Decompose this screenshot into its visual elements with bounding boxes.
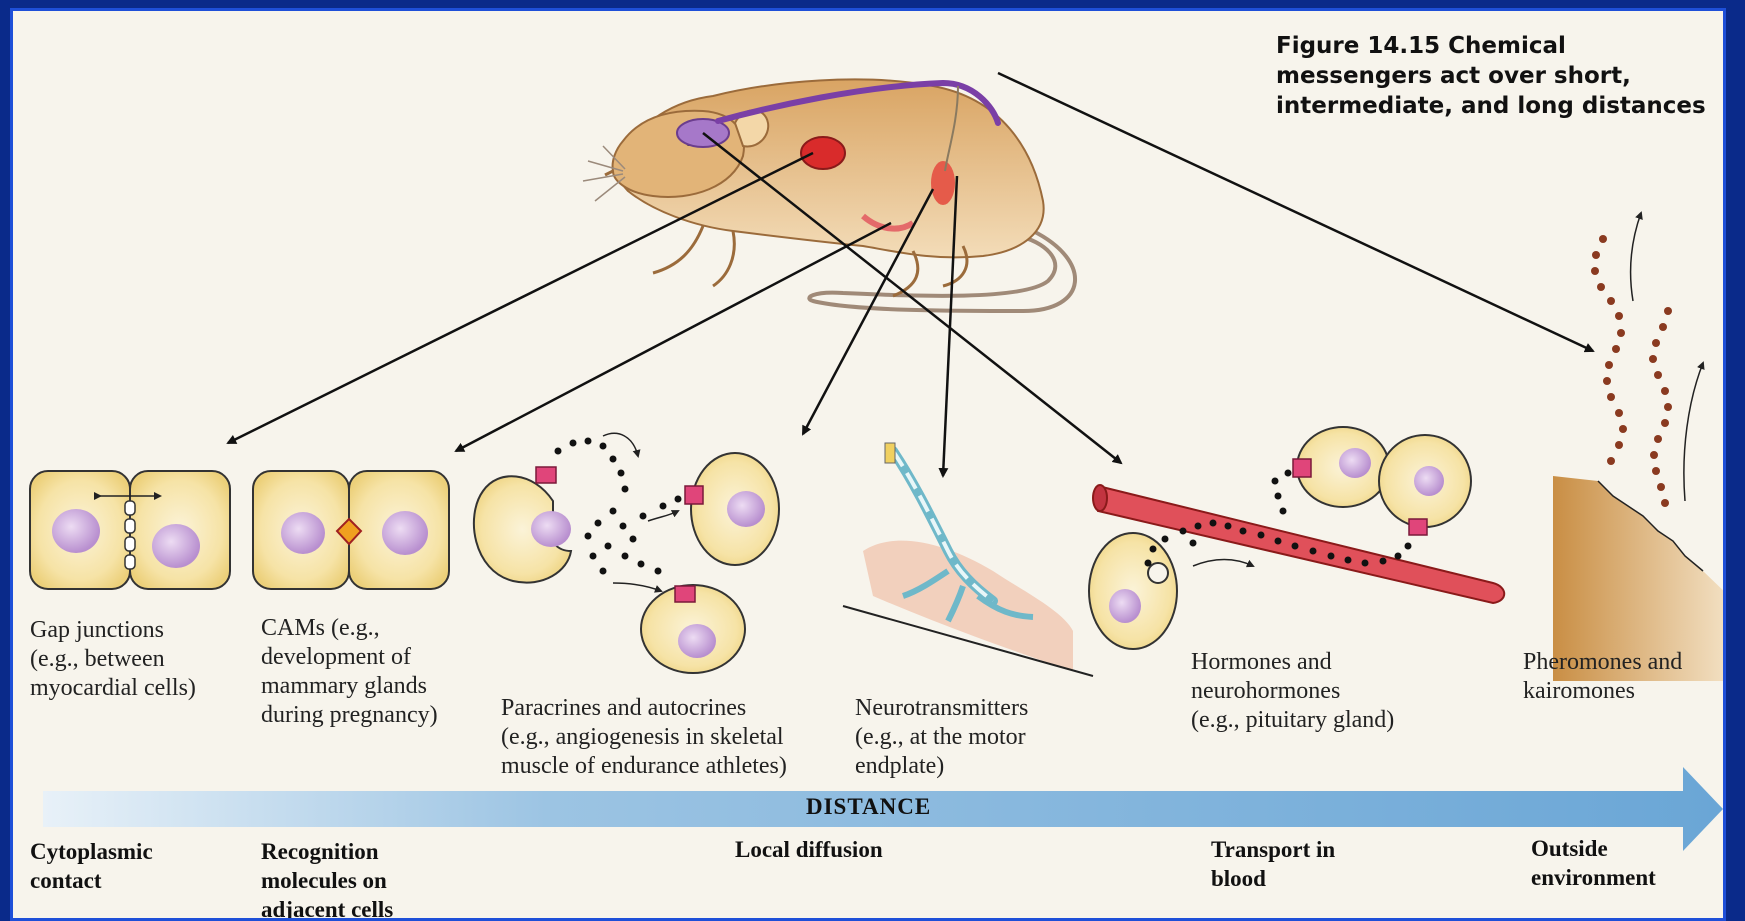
rat-illustration — [583, 79, 1075, 311]
rat-heart — [801, 137, 845, 169]
motor-endplate — [843, 443, 1093, 676]
figure-caption: Figure 14.15 Chemical messengers act ove… — [1276, 31, 1721, 121]
diagram-artwork — [13, 11, 1726, 921]
hormone-transport — [1089, 427, 1504, 649]
figure-frame: Figure 14.15 Chemical messengers act ove… — [10, 8, 1726, 921]
category-transport-in-blood: Transport in blood — [1211, 835, 1411, 893]
label-paracrines: Paracrines and autocrines (e.g., angioge… — [501, 694, 831, 781]
cam-cells — [253, 471, 449, 589]
category-outside-environment: Outside environment — [1531, 834, 1721, 892]
label-gap-junctions: Gap junctions (e.g., between myocardial … — [30, 616, 240, 703]
label-pheromones: Pheromones and kairomones — [1523, 648, 1723, 706]
gap-junction-cells — [30, 471, 230, 589]
label-cams: CAMs (e.g., development of mammary gland… — [261, 614, 491, 730]
distance-axis-label: DISTANCE — [806, 794, 931, 820]
label-hormones: Hormones and neurohormones (e.g., pituit… — [1191, 648, 1451, 735]
category-local-diffusion: Local diffusion — [735, 835, 955, 864]
label-neurotransmitters: Neurotransmitters (e.g., at the motor en… — [855, 694, 1075, 781]
rat-muscle — [931, 161, 955, 205]
rat-nose — [605, 171, 613, 175]
category-recognition-molecules: Recognition molecules on adjacent cells — [261, 837, 461, 921]
paracrine-cells — [474, 433, 779, 673]
category-cytoplasmic-contact: Cytoplasmic contact — [30, 837, 230, 895]
pheromone-environment — [1553, 213, 1726, 681]
rat-front-leg — [653, 226, 734, 286]
